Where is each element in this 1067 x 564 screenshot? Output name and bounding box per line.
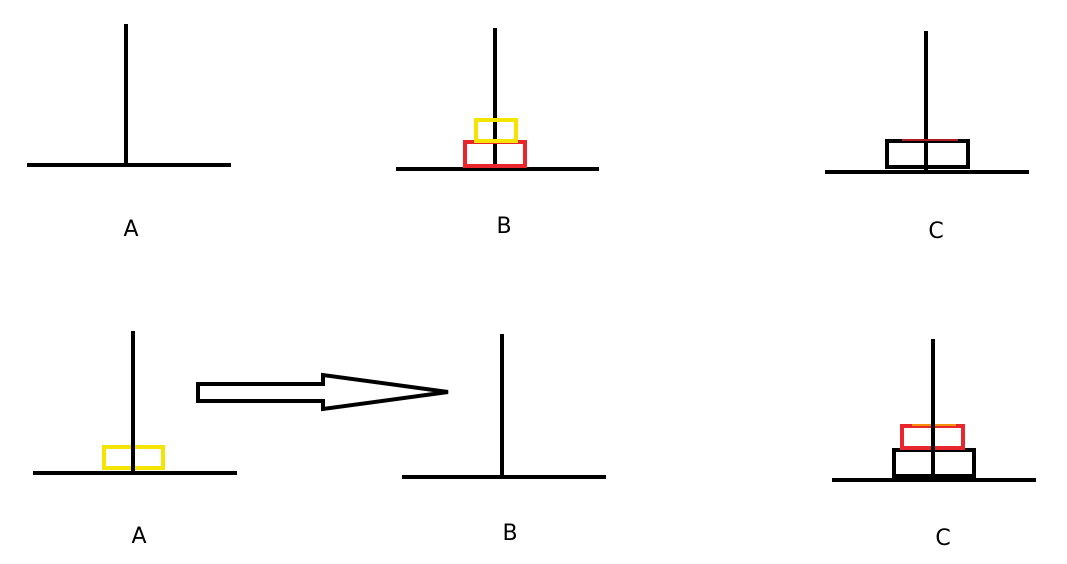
row-2: A B C: [33, 331, 1036, 551]
peg-label: A: [131, 524, 146, 549]
peg-label: A: [123, 217, 138, 242]
disk-small: [474, 118, 518, 143]
peg-label: B: [502, 521, 517, 546]
peg-c-row-2: C: [832, 339, 1036, 551]
move-arrow: [196, 372, 449, 412]
peg-label: C: [928, 219, 943, 244]
peg-label: C: [935, 526, 950, 551]
peg-b-row-1: B: [396, 28, 599, 239]
peg-a-row-1: A: [27, 24, 231, 242]
disk-large: [885, 139, 970, 169]
peg-c-row-1: C: [825, 31, 1029, 244]
peg-a-row-2: A: [33, 331, 237, 549]
row-1: A B C: [27, 24, 1029, 244]
peg-b-row-2: B: [402, 334, 606, 546]
peg-label: B: [496, 214, 511, 239]
